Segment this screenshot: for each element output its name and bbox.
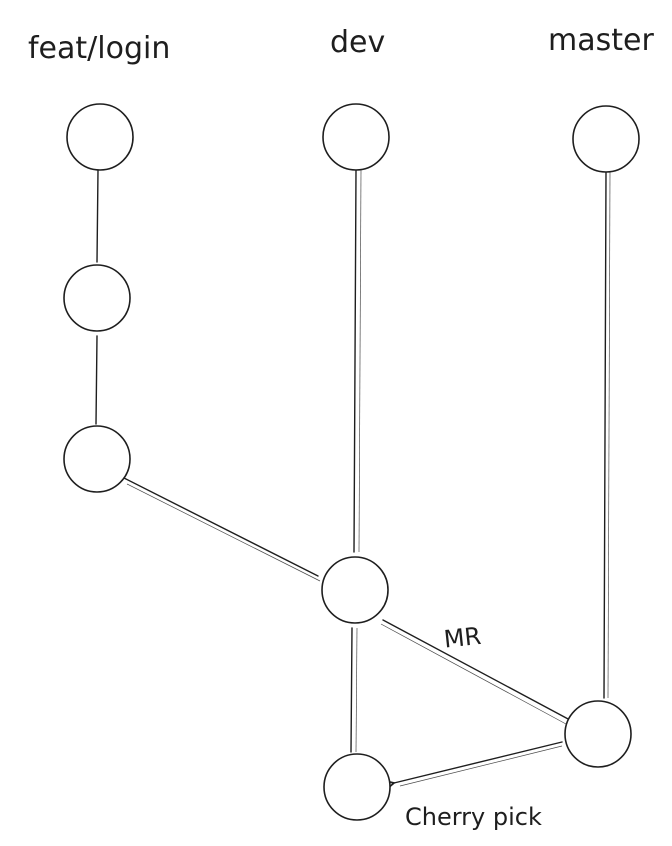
edge-dev-2-3-ghost	[355, 627, 358, 753]
commit-node-dev-2	[321, 556, 389, 624]
commit-node-dev-1	[322, 103, 390, 171]
edge-dev-2-3	[350, 627, 353, 753]
edge-feat-to-dev-merge-ghost	[126, 483, 321, 582]
edge-cherry-pick-arrow-ghost	[399, 745, 563, 787]
edge-feat-1-2	[96, 169, 99, 263]
commit-node-feat-2	[63, 264, 131, 332]
edge-cherry-pick-arrow	[373, 741, 563, 797]
edge-dev-to-master-mr-ghost	[380, 623, 567, 725]
branch-label-feat-login: feat/login	[28, 31, 170, 66]
branch-label-master: master	[548, 23, 654, 58]
commit-node-master-2	[564, 700, 632, 768]
commit-node-feat-1	[66, 103, 134, 171]
edge-dev-1-2	[353, 169, 357, 553]
branch-label-dev: dev	[330, 25, 385, 60]
commit-node-master-1	[572, 105, 640, 173]
commit-node-feat-3	[63, 425, 131, 493]
edge-dev-1-2-ghost	[358, 169, 362, 553]
edge-label-cherry-pick: Cherry pick	[405, 803, 542, 831]
edge-feat-2-3	[95, 335, 98, 425]
edge-master-1-2-ghost	[607, 171, 611, 699]
edge-dev-to-master-mr	[382, 619, 571, 721]
commit-node-dev-3	[323, 753, 391, 821]
edge-label-mr: MR	[442, 622, 482, 654]
edge-master-1-2	[603, 171, 607, 699]
edge-feat-to-dev-merge	[123, 477, 319, 577]
